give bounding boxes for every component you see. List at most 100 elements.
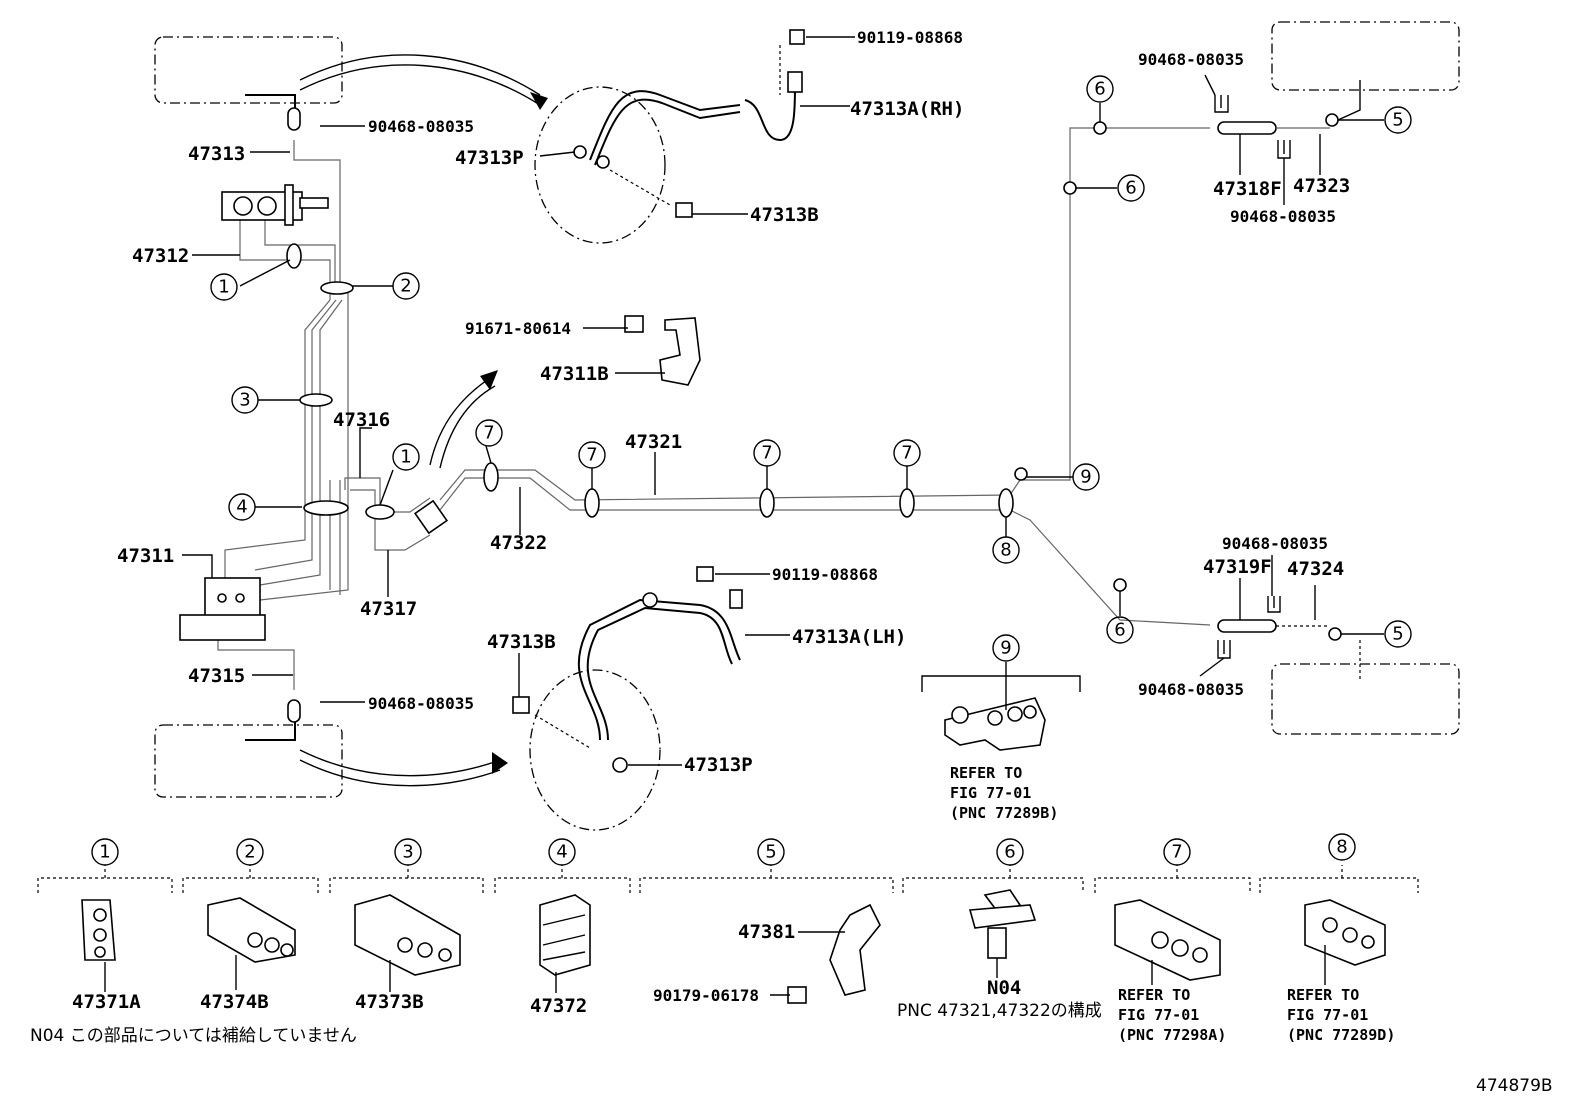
callout-7-c-text: 7 bbox=[761, 443, 772, 464]
label-47324: 47324 bbox=[1287, 558, 1344, 580]
legend-label-90179: 90179-06178 bbox=[653, 986, 759, 1005]
label-47315: 47315 bbox=[188, 665, 245, 687]
joint-47311B-mount bbox=[413, 499, 449, 535]
label-47313B-top: 47313B bbox=[750, 204, 819, 226]
ref7-line1: REFER TO bbox=[1118, 986, 1190, 1004]
legend-callout-7-text: 7 bbox=[1171, 842, 1182, 863]
callout-5-b bbox=[1384, 620, 1412, 648]
legend-part-47381 bbox=[787, 903, 881, 1004]
legend-callout-8 bbox=[1328, 833, 1356, 861]
legend-callout-3-text: 3 bbox=[402, 842, 413, 863]
callout-4-text: 4 bbox=[236, 497, 247, 518]
label-47311B: 47311B bbox=[540, 363, 609, 385]
label-90468-br1: 90468-08035 bbox=[1222, 534, 1328, 553]
leader-lines bbox=[104, 36, 1384, 996]
clip-tr2 bbox=[1277, 140, 1291, 159]
label-47313: 47313 bbox=[188, 143, 245, 165]
legend-note-N04: PNC 47321,47322の構成 bbox=[897, 1001, 1102, 1021]
legend-callout-6 bbox=[996, 838, 1024, 866]
clip-br1 bbox=[1267, 596, 1281, 613]
legend-part-7 bbox=[1114, 899, 1221, 981]
hose-47319F bbox=[1217, 619, 1277, 633]
ref8-line3: (PNC 77289D) bbox=[1287, 1026, 1395, 1044]
clamp-3 bbox=[299, 393, 333, 407]
label-47319F: 47319F bbox=[1203, 556, 1272, 578]
callout-7-a-text: 7 bbox=[483, 423, 494, 444]
clamp-7-b bbox=[584, 488, 600, 518]
label-47322: 47322 bbox=[490, 532, 547, 554]
label-47311: 47311 bbox=[117, 545, 174, 567]
callout-8-main-text: 8 bbox=[1000, 540, 1011, 561]
pipe-47322 bbox=[439, 477, 1211, 626]
legend-callout-6-text: 6 bbox=[1004, 842, 1015, 863]
legend-part-47373B bbox=[354, 894, 461, 976]
callout-1-a bbox=[210, 273, 238, 301]
callout-6-c-text: 6 bbox=[1114, 620, 1125, 641]
bolt-90119-bottom bbox=[696, 566, 714, 582]
bolt-47313B-top bbox=[675, 202, 693, 218]
arrow-top-left bbox=[299, 64, 541, 106]
callout-9-main-text: 9 bbox=[1080, 467, 1091, 488]
legend-callout-1-text: 1 bbox=[99, 842, 110, 863]
legend-label-47372: 47372 bbox=[530, 995, 587, 1017]
ref9-line1: REFER TO bbox=[950, 764, 1022, 782]
clamp-2 bbox=[320, 281, 354, 295]
callout-7-c bbox=[753, 439, 781, 467]
callout-9-legend-text: 9 bbox=[1000, 638, 1011, 659]
hose-47318F bbox=[1217, 121, 1277, 135]
label-47313B-bottom: 47313B bbox=[487, 631, 556, 653]
clamp-6-c bbox=[1113, 578, 1127, 592]
label-90468-bl: 90468-08035 bbox=[368, 694, 474, 713]
legend-callout-4-text: 4 bbox=[556, 842, 567, 863]
label-47313P-bottom: 47313P bbox=[684, 754, 753, 776]
callout-5-b-text: 5 bbox=[1392, 624, 1403, 645]
caliper-area-bottom bbox=[529, 669, 661, 831]
ref7-line3: (PNC 77298A) bbox=[1118, 1026, 1226, 1044]
diagram-id: 474879B bbox=[1476, 1076, 1553, 1096]
callout-3-text: 3 bbox=[239, 390, 250, 411]
callout-3 bbox=[231, 386, 259, 414]
label-90468-tr2: 90468-08035 bbox=[1230, 207, 1336, 226]
legend-brackets bbox=[37, 865, 1419, 893]
arrow-mid bbox=[429, 377, 491, 466]
arrow-bottom-left bbox=[299, 749, 501, 777]
rear-right-area-box bbox=[1271, 663, 1460, 735]
pipe-47317 bbox=[350, 489, 431, 551]
callout-1-a-text: 1 bbox=[218, 277, 229, 298]
label-90119-bottom: 90119-08868 bbox=[772, 565, 878, 584]
callout-7-b-text: 7 bbox=[586, 445, 597, 466]
ref9-line2: FIG 77-01 bbox=[950, 784, 1031, 802]
clamp-9 bbox=[1014, 467, 1028, 481]
clamp-8 bbox=[998, 488, 1014, 518]
legend-label-47371A: 47371A bbox=[72, 991, 141, 1013]
callout-1-b bbox=[392, 443, 420, 471]
clamp-9-illustration bbox=[944, 697, 1046, 751]
legend-part-N04 bbox=[968, 889, 1037, 959]
rear-left-area-box bbox=[154, 724, 343, 798]
callout-7-d-text: 7 bbox=[901, 443, 912, 464]
bracket-group-9 bbox=[921, 675, 1081, 692]
ref9-line3: (PNC 77289B) bbox=[950, 804, 1058, 822]
callout-7-d bbox=[893, 439, 921, 467]
clamp-4 bbox=[303, 500, 349, 516]
clamp-1-left bbox=[286, 243, 302, 269]
clamp-7-d bbox=[899, 488, 915, 518]
arrowhead-top-left bbox=[530, 92, 548, 110]
arrowhead-bottom-left bbox=[492, 752, 508, 774]
clamp-7-c bbox=[759, 488, 775, 518]
label-90468-tl: 90468-08035 bbox=[368, 117, 474, 136]
legend-callout-5 bbox=[757, 838, 785, 866]
legend-label-47374B: 47374B bbox=[200, 991, 269, 1013]
pipe-47316 bbox=[344, 477, 431, 513]
clamp-6-b bbox=[1093, 121, 1107, 135]
ref8-line1: REFER TO bbox=[1287, 986, 1359, 1004]
callout-6-b-text: 6 bbox=[1125, 178, 1136, 199]
front-left-area-box bbox=[154, 36, 343, 104]
callout-9-legend bbox=[992, 634, 1020, 662]
pipe-stub-bottom bbox=[245, 722, 296, 741]
callout-circles: 1 2 3 4 1 7 7 7 7 8 9 6 6 6 5 5 9 1 2 3 … bbox=[91, 75, 1412, 866]
clamp-6-a bbox=[1063, 181, 1077, 195]
label-91671: 91671-80614 bbox=[465, 319, 571, 338]
legend-callout-7 bbox=[1163, 838, 1191, 866]
